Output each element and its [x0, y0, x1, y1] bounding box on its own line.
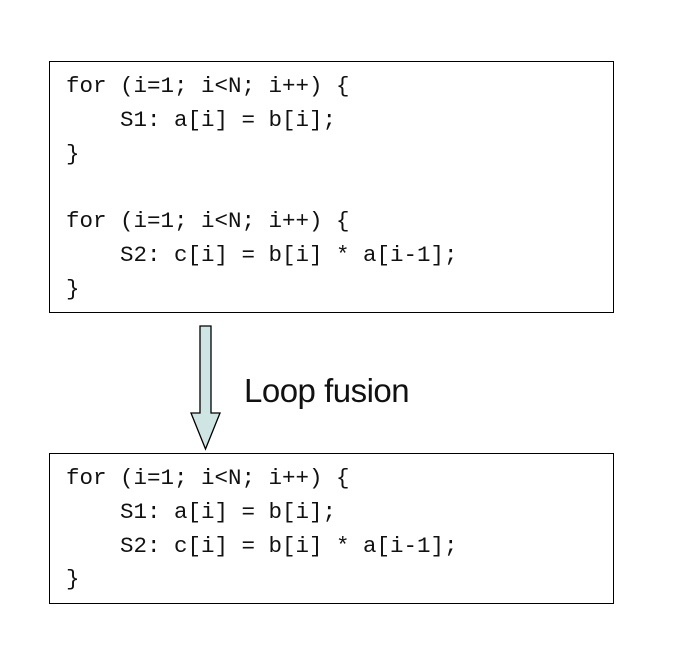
code-line: S1: a[i] = b[i]; [66, 106, 337, 133]
code-line [66, 171, 613, 205]
code-line: } [66, 566, 80, 593]
code-line: S2: c[i] = b[i] * a[i-1]; [66, 241, 458, 268]
fused-loop-box: for (i=1; i<N; i++) { S1: a[i] = b[i]; S… [49, 453, 614, 604]
code-line: } [66, 140, 80, 167]
code-line: S1: a[i] = b[i]; [66, 498, 337, 525]
original-loops-box: for (i=1; i<N; i++) { S1: a[i] = b[i];} f… [49, 61, 614, 313]
code-line: for (i=1; i<N; i++) { [66, 208, 350, 235]
code-line: S2: c[i] = b[i] * a[i-1]; [66, 532, 458, 559]
fused-loop-code: for (i=1; i<N; i++) { S1: a[i] = b[i]; S… [66, 462, 613, 597]
original-loops-code: for (i=1; i<N; i++) { S1: a[i] = b[i];} f… [66, 70, 613, 307]
code-line: for (i=1; i<N; i++) { [66, 465, 350, 491]
arrow-shape [190, 325, 221, 451]
code-line: for (i=1; i<N; i++) { [66, 73, 350, 99]
code-line: } [66, 275, 80, 302]
transform-label: Loop fusion [244, 372, 410, 409]
down-arrow-icon [190, 325, 221, 451]
